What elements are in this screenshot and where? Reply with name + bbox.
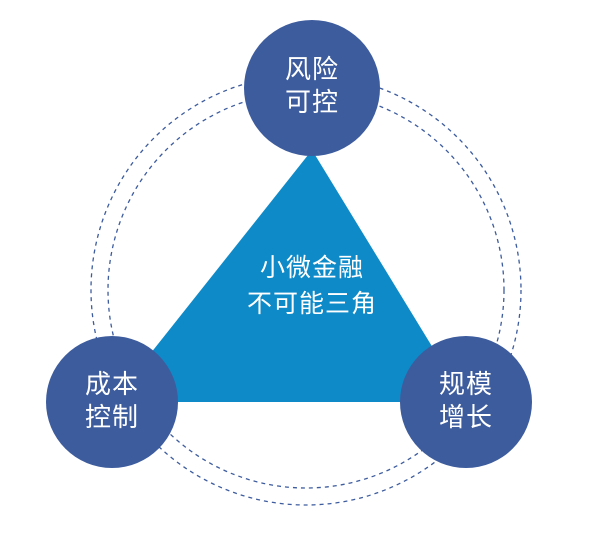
outer-dashed-ring (90, 74, 522, 506)
top-node-circle (244, 20, 380, 156)
right-node-label: 规模 增长 (406, 369, 526, 434)
top-node-label: 风险 可控 (252, 54, 372, 119)
inner-dashed-ring (107, 91, 505, 489)
left-node-label-line2: 控制 (84, 402, 139, 433)
center-label-line2: 不可能三角 (246, 289, 377, 319)
center-label: 小微金融 不可能三角 (202, 250, 422, 323)
left-node-circle (46, 336, 178, 468)
top-node-label-line1: 风险 (284, 55, 339, 85)
center-label-line1: 小微金融 (259, 253, 364, 282)
right-node-label-line1: 规模 (438, 370, 493, 400)
center-triangle (112, 150, 466, 402)
left-node-label-line1: 成本 (84, 370, 139, 400)
left-node-label: 成本 控制 (52, 369, 172, 434)
top-node-label-line2: 可控 (284, 87, 339, 118)
right-node-circle (400, 336, 532, 468)
right-node-label-line2: 增长 (438, 402, 493, 433)
